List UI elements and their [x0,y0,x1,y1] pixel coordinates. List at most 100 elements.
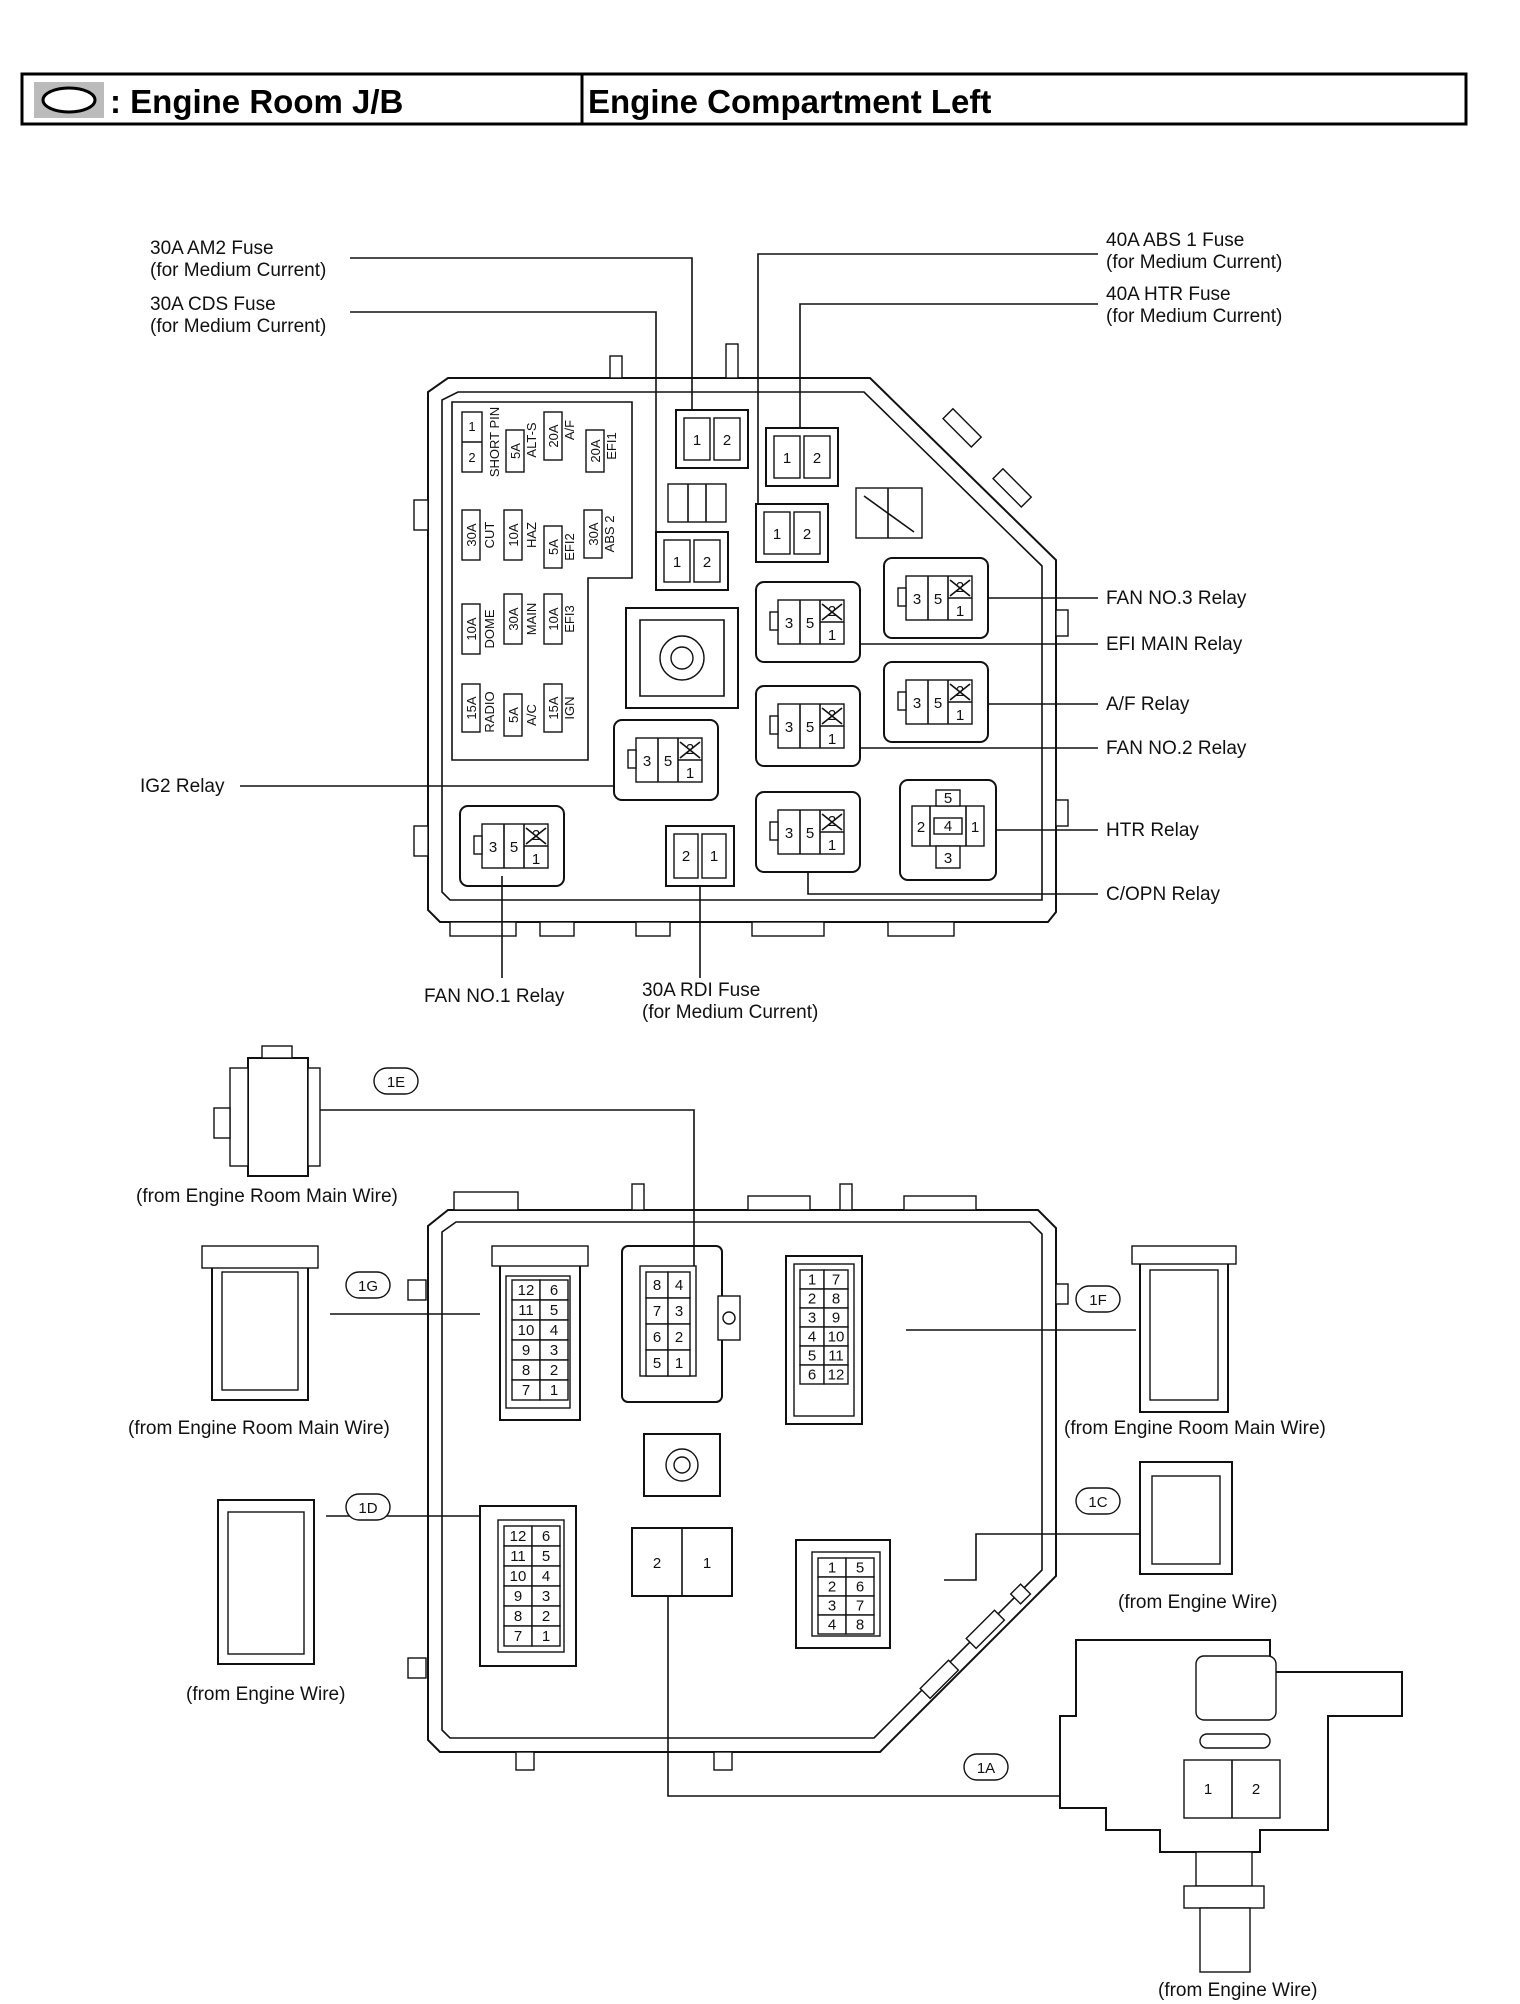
svg-text:1: 1 [710,848,718,865]
label-htr-fuse: 40A HTR Fuse [1106,284,1231,305]
pin-number: 3 [808,1310,816,1327]
fuse-dome-name: DOME [482,609,497,648]
label-abs1-fuse: 40A ABS 1 Fuse [1106,230,1244,251]
label-abs1-sub: (for Medium Current) [1106,252,1282,273]
pin-number: 5 [550,1302,558,1319]
pin-cell [531,1625,561,1647]
pin-number: 8 [832,1291,840,1308]
svg-text:2: 2 [828,707,836,724]
bolt-terminal [625,607,739,709]
svg-text:1: 1 [693,432,701,449]
pin-number: 6 [550,1282,558,1299]
svg-text:2: 2 [828,603,836,620]
source-labels: (from Engine Room Main Wire) (from Engin… [128,1186,1326,2001]
pin-number: 3 [675,1303,683,1320]
svg-text:1: 1 [956,707,964,724]
pin-number: 1 [542,1628,550,1645]
label-from-main-3: (from Engine Room Main Wire) [1064,1418,1326,1439]
fuse-cut-name: CUT [482,522,497,549]
fuse-efi1-name: EFI1 [604,432,619,459]
external-connector-1g [201,1245,319,1401]
id-1c: 1C [1088,1494,1107,1511]
svg-text:3: 3 [785,615,793,632]
label-from-engine-3: (from Engine Wire) [1158,1980,1317,2001]
svg-text:1: 1 [773,526,781,543]
pin-number: 2 [808,1291,816,1308]
pin-number: 8 [653,1277,661,1294]
pin-number: 1 [808,1272,816,1289]
svg-text:2: 2 [956,683,964,700]
pin-number: 6 [808,1367,816,1384]
pin-number: 4 [675,1277,683,1294]
pin-number: 2 [542,1608,550,1625]
short-pin-1: 1 [468,419,475,434]
pin-number: 10 [518,1322,535,1339]
pin-number: 11 [518,1302,534,1319]
svg-text:1: 1 [828,837,836,854]
label-copn-relay: C/OPN Relay [1106,884,1221,905]
fuse-ac-rating: 5A [506,707,521,723]
fuse-efi2-name: EFI2 [562,533,577,560]
svg-text:5: 5 [806,719,814,736]
top-labels: 30A AM2 Fuse (for Medium Current) 30A CD… [140,230,1282,1023]
label-am2-sub: (for Medium Current) [150,260,326,281]
label-rdi-fuse: 30A RDI Fuse [642,980,760,1001]
pin-number: 7 [514,1628,522,1645]
label-fan2-relay: FAN NO.2 Relay [1106,738,1247,759]
svg-text:5: 5 [510,839,518,856]
pin-number: 12 [828,1367,845,1384]
svg-text:3: 3 [489,839,497,856]
svg-text:3: 3 [785,719,793,736]
svg-text:5: 5 [934,591,942,608]
pin-cell [823,1364,849,1385]
pin-number: 8 [856,1617,864,1634]
svg-text:3: 3 [643,753,651,770]
external-connector-1a: 1 2 [1059,1639,1403,1973]
relay-ig2: 3 5 2 1 [613,719,719,801]
label-from-main-1: (from Engine Room Main Wire) [136,1186,398,1207]
svg-text:5: 5 [806,615,814,632]
svg-text:5: 5 [944,790,952,807]
svg-text:2: 2 [532,827,540,844]
relay-fan-no3: 3 5 2 1 [883,557,989,639]
relay-copn: 3 5 2 1 [755,791,861,873]
fuse-ign-name: IGN [562,696,577,719]
top-leader-lines [240,253,1098,978]
fuse-radio-name: RADIO [482,691,497,732]
id-1g: 1G [358,1278,378,1295]
pin-number: 6 [653,1329,661,1346]
pin-number: 3 [828,1598,836,1615]
pin-number: 1 [675,1355,683,1372]
pin-number: 10 [510,1568,527,1585]
svg-text:2: 2 [917,819,925,836]
fuse-af-name: A/F [562,420,577,440]
block-fuse-1a-pins: 2 1 [653,1555,711,1572]
id-1d: 1D [358,1500,377,1517]
fuse-haz-rating: 10A [506,523,521,546]
connector-ids: 1E 1G 1D 1F 1C 1A [345,1067,1121,1781]
fuse-main-name: MAIN [524,603,539,636]
mini-fuse-panel: 1 2 SHORT PIN 5A ALT-S 20A A/F 20A EFI1 … [451,401,633,761]
pin-number: 8 [514,1608,522,1625]
svg-text:5: 5 [664,753,672,770]
pin-cell [845,1614,875,1635]
pin-number: 4 [550,1322,558,1339]
fuse-efi2-rating: 5A [546,539,561,555]
pin-number: 2 [550,1362,558,1379]
bolt-terminal-bottom [643,1433,721,1497]
label-rdi-sub: (for Medium Current) [642,1002,818,1023]
fuse-efi1-rating: 20A [588,439,603,462]
svg-text:2: 2 [828,813,836,830]
label-cds-fuse: 30A CDS Fuse [150,294,276,315]
pin-number: 7 [832,1272,840,1289]
label-from-main-2: (from Engine Room Main Wire) [128,1418,390,1439]
page-subtitle: Engine Compartment Left [588,83,991,120]
pin-number: 4 [542,1568,550,1585]
svg-text:1: 1 [673,554,681,571]
external-connector-1f [1131,1245,1237,1413]
external-connector-1e [213,1045,321,1177]
pin-number: 3 [542,1588,550,1605]
